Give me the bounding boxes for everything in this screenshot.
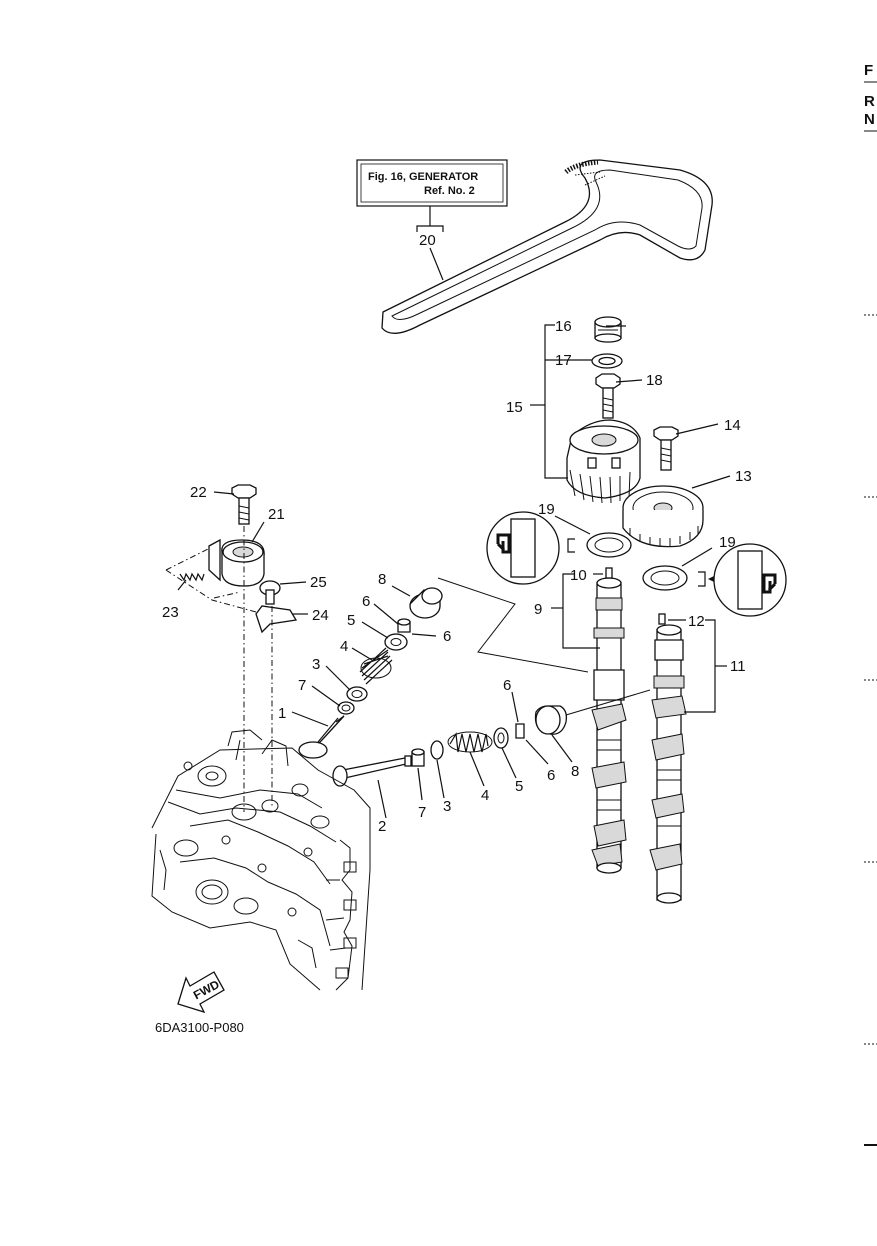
callout-11: 11: [730, 658, 746, 675]
leader-8-intake: [437, 577, 589, 673]
callout-5-upper: 5: [347, 612, 355, 629]
valve-cotter-lower: [515, 723, 525, 739]
bracket-11: [684, 619, 716, 713]
callout-4-lower: 4: [481, 787, 489, 804]
figure-code: 6DA3100-P080: [155, 1020, 244, 1035]
callout-20: 20: [419, 232, 436, 249]
tensioner-stay: [255, 605, 298, 634]
valve-lifter-lower: [534, 705, 568, 735]
valve-spring-upper: [359, 647, 393, 685]
callout-3-upper: 3: [312, 656, 320, 673]
vct-pulley-assembly: [530, 316, 643, 504]
edge-marker-r: R: [864, 93, 875, 110]
center-bolt-part: [595, 373, 621, 419]
camshaft-intake: [591, 577, 627, 874]
callout-25: 25: [310, 574, 327, 591]
callout-7-lower: 7: [418, 804, 426, 821]
oil-seal-exhaust: [642, 565, 688, 591]
seal-orientation-detail-right: [698, 543, 787, 617]
callout-13: 13: [735, 468, 752, 485]
cam-pulley-exhaust: [622, 485, 704, 548]
callout-6-upper-right: 6: [443, 628, 451, 645]
dowel-pin-12: [658, 613, 666, 625]
bracket-bolt: [259, 580, 281, 605]
callout-5-lower: 5: [515, 778, 523, 795]
callout-8-upper: 8: [378, 571, 386, 588]
callout-4-upper: 4: [340, 638, 348, 655]
callout-3-lower: 3: [443, 798, 451, 815]
callout-numbers: 20 16 17 18 15 14 13 19 19 10 9 12 11 22…: [162, 232, 752, 835]
callout-23: 23: [162, 604, 179, 621]
leader-14: [675, 423, 719, 435]
callout-2: 2: [378, 818, 386, 835]
valve-retainer-lower: [493, 727, 509, 749]
callout-19b: 19: [719, 534, 736, 551]
leader-20: [429, 247, 444, 281]
callout-17: 17: [555, 352, 572, 369]
camshaft-exhaust: [649, 624, 687, 904]
callout-15: 15: [506, 399, 523, 416]
reference-box-line1: Fig. 16, GENERATOR: [368, 171, 478, 183]
exhaust-valve: [332, 755, 412, 787]
edge-marker-f: F: [864, 62, 873, 79]
callout-10: 10: [570, 567, 587, 584]
valve-retainer-upper: [384, 633, 408, 651]
leader-8-exhaust: [565, 689, 651, 716]
callout-19a: 19: [538, 501, 555, 518]
valve-spring-lower: [447, 731, 493, 753]
edge-index-markers: F R N: [864, 62, 877, 1146]
callout-6-lower-upper: 6: [503, 677, 511, 694]
pulley-bolt-part: [653, 426, 679, 471]
callout-6-upper-left: 6: [362, 593, 370, 610]
edge-marker-n: N: [864, 111, 875, 128]
callout-6-lower: 6: [547, 767, 555, 784]
valve-seat-lower: [430, 740, 444, 760]
callout-16: 16: [555, 318, 572, 335]
valve-seat-upper: [346, 686, 368, 702]
leader-19b: [681, 547, 713, 567]
intake-valve: [298, 715, 345, 759]
cap-plug-part: [594, 316, 622, 343]
leader-19a: [554, 515, 591, 535]
bracket-9: [562, 573, 600, 649]
valve-stem-seal-lower: [411, 748, 425, 767]
callout-1: 1: [278, 705, 286, 722]
callout-9: 9: [534, 601, 542, 618]
valve-lifter-upper: [409, 587, 443, 619]
timing-belt: [381, 159, 713, 334]
reference-box-line2: Ref. No. 2: [424, 185, 475, 197]
cylinder-block-sketch: [151, 729, 371, 991]
tensioner-bolt: [231, 484, 257, 525]
vct-housing-part: [566, 419, 641, 504]
callout-22: 22: [190, 484, 207, 501]
leader-13: [691, 475, 731, 489]
callout-8-lower: 8: [571, 763, 579, 780]
washer-part: [591, 353, 623, 369]
dowel-pin-10: [605, 567, 613, 579]
callout-14: 14: [724, 417, 741, 434]
generator-reference-box: Fig. 16, GENERATOR Ref. No. 2: [356, 159, 508, 232]
callout-12: 12: [688, 613, 705, 630]
valve-stem-seal-upper: [337, 701, 355, 715]
tensioner-pulley: [208, 538, 265, 587]
valve-cotter-upper: [397, 618, 411, 633]
callout-18: 18: [646, 372, 663, 389]
tensioner-spring: [179, 572, 205, 582]
forward-direction-arrow: FWD: [177, 971, 225, 1014]
callout-21: 21: [268, 506, 285, 523]
callout-24: 24: [312, 607, 329, 624]
oil-seal-intake: [586, 532, 632, 558]
seal-orientation-detail-left: [486, 511, 575, 585]
callout-7-upper: 7: [298, 677, 306, 694]
